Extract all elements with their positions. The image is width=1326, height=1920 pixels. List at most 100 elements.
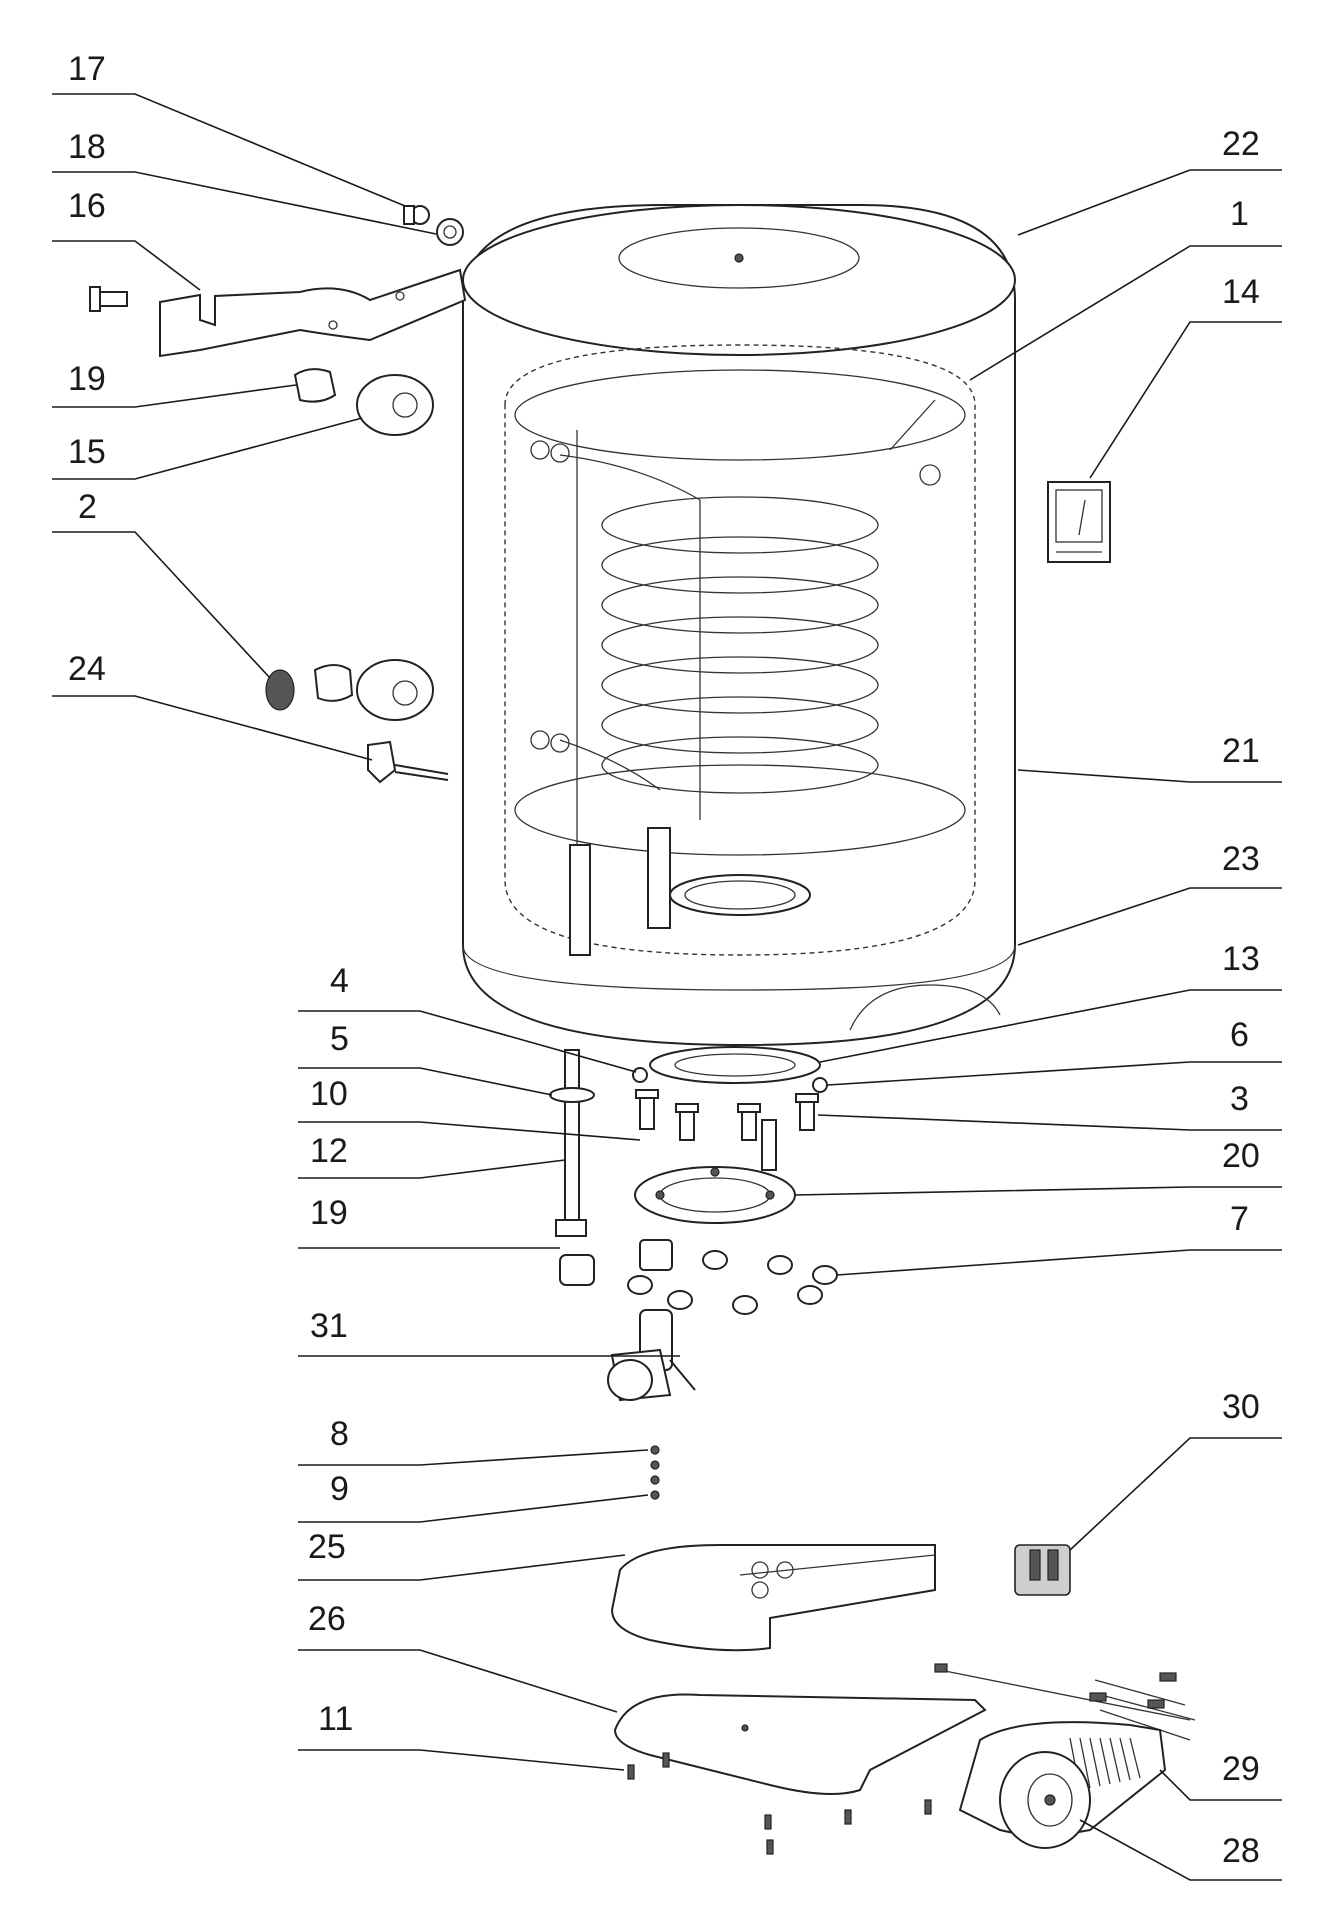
washer	[436, 218, 464, 246]
control-display	[1047, 481, 1111, 563]
end-cap	[265, 669, 295, 711]
leader-line-7	[836, 1249, 1282, 1276]
leader-line-28	[1079, 1819, 1282, 1881]
callout-label-1: 1	[1230, 195, 1249, 233]
flange-ring-in-tank	[669, 874, 811, 916]
leader-line-18	[52, 171, 437, 235]
leader-line-15	[52, 417, 363, 480]
callout-label-6: 6	[1230, 1016, 1249, 1054]
callout-8: 8	[298, 1415, 649, 1466]
flange-bolts	[635, 1089, 819, 1171]
callout-label-19-upper: 19	[68, 360, 106, 398]
callout-6: 6	[827, 1016, 1282, 1086]
callout-label-31: 31	[310, 1307, 348, 1345]
callout-28: 28	[1079, 1819, 1282, 1881]
plug-upper	[293, 368, 337, 403]
callout-label-14: 14	[1222, 273, 1260, 311]
right-dip-tube	[647, 827, 671, 929]
callout-26: 26	[298, 1600, 618, 1713]
plug-lower	[559, 1254, 595, 1286]
callout-4: 4	[298, 962, 637, 1073]
callout-label-18: 18	[68, 128, 106, 166]
callout-2: 2	[52, 488, 271, 679]
callout-22: 22	[1017, 125, 1282, 236]
callout-label-10: 10	[310, 1075, 348, 1113]
callout-label-24: 24	[68, 650, 106, 688]
flange-upper	[356, 374, 434, 436]
callout-label-23: 23	[1222, 840, 1260, 878]
callout-label-12: 12	[310, 1132, 348, 1170]
callout-label-7: 7	[1230, 1200, 1249, 1238]
bottom-cover-cutout	[849, 984, 1001, 1031]
leader-line-16	[52, 240, 201, 291]
water-heater-tank-assembly	[462, 204, 1016, 1047]
callout-label-11: 11	[318, 1700, 353, 1738]
terminal-block	[1014, 1544, 1071, 1596]
leader-line-21	[1017, 769, 1282, 783]
callout-13: 13	[819, 940, 1282, 1063]
leader-line-26	[298, 1649, 618, 1713]
leader-line-17	[52, 93, 406, 207]
callout-label-9: 9	[330, 1470, 349, 1508]
inner-tank-top-dome	[514, 369, 966, 461]
callout-label-5: 5	[330, 1020, 349, 1058]
outer-casing	[462, 204, 1016, 1047]
callout-21: 21	[1017, 732, 1282, 783]
top-cover-center-hole	[734, 253, 744, 263]
mounting-bracket	[159, 268, 467, 358]
flange-lower	[356, 659, 434, 721]
callout-label-13: 13	[1222, 940, 1260, 978]
inner-tank	[504, 344, 976, 956]
callout-label-4: 4	[330, 962, 349, 1000]
callout-16: 16	[52, 187, 201, 291]
electrical-parts	[934, 1544, 1196, 1849]
leader-line-12	[298, 1159, 566, 1179]
callout-labels: 17 18 16 19 15 2 24 4	[52, 50, 1282, 1881]
leader-line-3	[817, 1114, 1282, 1131]
leader-line-24	[52, 695, 373, 761]
wires	[934, 1663, 1196, 1741]
leader-line-2	[52, 531, 271, 679]
callout-label-8: 8	[330, 1415, 349, 1453]
nuts	[627, 1250, 838, 1315]
callout-7: 7	[836, 1200, 1282, 1276]
left-dip-tube	[569, 844, 591, 956]
callout-19b: 19	[298, 1194, 560, 1249]
callout-29: 29	[1159, 1750, 1282, 1801]
callout-23: 23	[1017, 840, 1282, 946]
bottom-tray	[613, 1693, 987, 1795]
callout-label-2: 2	[78, 488, 97, 526]
leader-line-30	[1069, 1437, 1282, 1551]
leader-line-4	[298, 1010, 637, 1073]
screws	[627, 1752, 932, 1855]
leader-line-5	[298, 1067, 553, 1096]
callout-label-26: 26	[308, 1600, 346, 1638]
callout-24: 24	[52, 650, 373, 761]
callout-label-17: 17	[68, 50, 106, 88]
callout-label-15: 15	[68, 433, 106, 471]
leader-line-23	[1017, 887, 1282, 946]
top-cover-inner-ring	[618, 227, 860, 289]
callout-14: 14	[1089, 273, 1282, 479]
callout-31: 31	[298, 1307, 680, 1357]
callout-label-29: 29	[1222, 1750, 1260, 1788]
top-cover	[462, 204, 1016, 356]
leader-line-1	[969, 245, 1282, 381]
leader-line-29	[1159, 1769, 1282, 1801]
leader-line-19-upper	[52, 384, 297, 408]
callout-19a: 19	[52, 360, 297, 408]
callout-3: 3	[817, 1080, 1282, 1131]
leader-line-13	[819, 989, 1282, 1063]
leader-line-14	[1089, 321, 1282, 479]
callout-5: 5	[298, 1020, 553, 1096]
callout-label-21: 21	[1222, 732, 1260, 770]
inner-tank-bottom-dome	[514, 764, 966, 856]
coil-heat-exchanger	[559, 454, 879, 794]
base-plate	[610, 1544, 936, 1652]
callout-15: 15	[52, 417, 363, 480]
callout-30: 30	[1069, 1388, 1282, 1551]
callout-label-20: 20	[1222, 1137, 1260, 1175]
leader-line-22	[1017, 169, 1282, 236]
callout-10: 10	[298, 1075, 641, 1141]
